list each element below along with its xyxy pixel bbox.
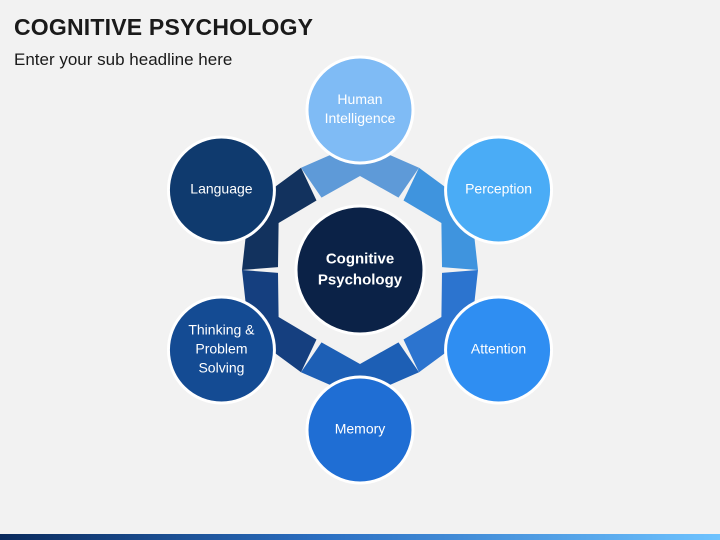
- node-memory: Memory: [305, 375, 415, 485]
- node-circle-memory: [305, 375, 415, 485]
- center-circle: [294, 204, 426, 336]
- node-perception: Perception: [444, 135, 554, 245]
- node-attention: Attention: [444, 295, 554, 405]
- center-label-line-1: Cognitive: [326, 250, 394, 267]
- page-title: COGNITIVE PSYCHOLOGY: [14, 14, 314, 40]
- node-label-thinking-problem-solving-line-2: Problem: [195, 341, 247, 357]
- bottom-accent-bar: [0, 534, 720, 540]
- band-language: [242, 167, 317, 270]
- node-language: Language: [166, 135, 276, 245]
- node-circle-human-intelligence: [305, 55, 415, 165]
- diagram-nodes: HumanIntelligencePerceptionAttentionMemo…: [166, 55, 554, 485]
- band-thinking-problem-solving: [242, 270, 317, 373]
- node-label-thinking-problem-solving-line-3: Solving: [198, 360, 244, 376]
- band-attention: [403, 270, 478, 373]
- node-circle-language: [166, 135, 276, 245]
- connector-bands: [242, 142, 478, 398]
- band-perception: [403, 167, 478, 270]
- node-circle-attention: [444, 295, 554, 405]
- node-label-memory-line-1: Memory: [335, 421, 386, 437]
- node-circle-thinking-problem-solving: [166, 295, 276, 405]
- band-memory: [301, 342, 419, 398]
- center-label-line-2: Psychology: [318, 271, 403, 288]
- node-label-attention-line-1: Attention: [471, 341, 526, 357]
- node-label-thinking-problem-solving-line-1: Thinking &: [188, 322, 255, 338]
- node-label-perception-line-1: Perception: [465, 181, 532, 197]
- node-label-human-intelligence-line-2: Intelligence: [325, 110, 396, 126]
- band-human-intelligence: [301, 142, 419, 198]
- node-label-human-intelligence-line-1: Human: [337, 91, 382, 107]
- page-subtitle: Enter your sub headline here: [14, 50, 233, 69]
- node-circle-perception: [444, 135, 554, 245]
- node-label-language-line-1: Language: [190, 181, 253, 197]
